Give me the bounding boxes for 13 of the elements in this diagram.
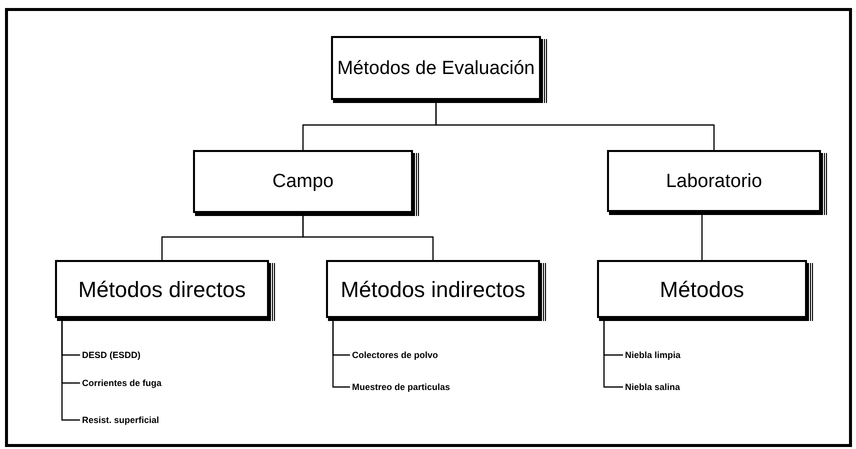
connector-line xyxy=(302,213,434,260)
bracket-line xyxy=(61,318,80,421)
list-item: Niebla salina xyxy=(623,381,680,393)
list-item: Muestreo de particulas xyxy=(350,381,450,393)
list-item: Resist. superficial xyxy=(80,414,160,426)
list-item: Corrientes de fuga xyxy=(80,377,162,389)
bracket-line xyxy=(332,318,350,388)
list-item: Niebla limpia xyxy=(623,349,681,361)
connector-line xyxy=(701,212,703,260)
connector-line xyxy=(435,100,715,150)
bracket-line xyxy=(603,318,623,388)
list-item: DESD (ESDD) xyxy=(80,349,141,361)
list-item: Colectores de polvo xyxy=(350,349,438,361)
